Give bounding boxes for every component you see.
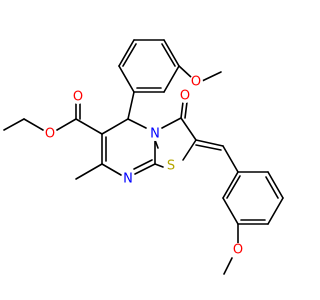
- atom-label-layer: O O O O N N S: [43, 75, 245, 258]
- molecule-diagram: O O O O N N S: [3, 39, 284, 275]
- bond: [163, 39, 180, 67]
- bond: [195, 139, 224, 147]
- bond: [267, 171, 284, 199]
- bond: [267, 197, 284, 225]
- bond: [75, 163, 103, 180]
- atom-n-bridge: N: [150, 127, 160, 142]
- bond: [180, 101, 184, 119]
- molecule-structure: O O O O N N S: [3, 39, 284, 275]
- bond: [118, 65, 135, 93]
- bond: [163, 65, 180, 93]
- oxygen-label: O: [43, 127, 57, 142]
- bond: [184, 101, 188, 119]
- atom-s-ring: S: [167, 159, 175, 174]
- bond: [101, 118, 129, 135]
- bond: [199, 71, 222, 83]
- bond: [122, 43, 137, 67]
- oxygen-label: O: [189, 75, 203, 90]
- bond: [222, 145, 239, 173]
- atom-o-methoxy-top: O: [191, 75, 201, 90]
- bond: [265, 176, 279, 199]
- bond-layer: [3, 39, 284, 275]
- bond: [222, 197, 239, 225]
- atom-o-ester-carbonyl: O: [73, 90, 83, 105]
- bond: [161, 43, 176, 67]
- oxygen-label: O: [231, 243, 245, 258]
- bond: [226, 175, 241, 199]
- sulfur-label: S: [164, 159, 178, 174]
- bond: [154, 163, 164, 168]
- oxygen-label: O: [178, 89, 192, 104]
- bond: [161, 117, 182, 129]
- bond: [178, 65, 193, 79]
- bond: [127, 91, 135, 120]
- bond: [3, 118, 25, 131]
- bond: [223, 257, 233, 275]
- bond: [222, 171, 239, 199]
- atom-o-ketone: O: [180, 89, 190, 104]
- nitrogen-label: N: [148, 127, 162, 142]
- atom-o-ester-ether: O: [45, 127, 55, 142]
- bond: [118, 39, 135, 67]
- bond: [180, 117, 197, 141]
- bond: [154, 139, 159, 149]
- bond: [127, 118, 147, 129]
- oxygen-label: O: [71, 90, 85, 105]
- bond: [23, 118, 44, 131]
- bond: [182, 139, 197, 161]
- bond: [75, 118, 103, 135]
- atom-n-ring: N: [123, 172, 133, 187]
- bond: [101, 163, 122, 176]
- nitrogen-label: N: [121, 172, 135, 187]
- atom-o-methoxy-bottom: O: [233, 243, 243, 258]
- bond: [134, 163, 156, 175]
- bond: [133, 159, 153, 170]
- bond: [56, 118, 77, 131]
- bond: [195, 144, 222, 151]
